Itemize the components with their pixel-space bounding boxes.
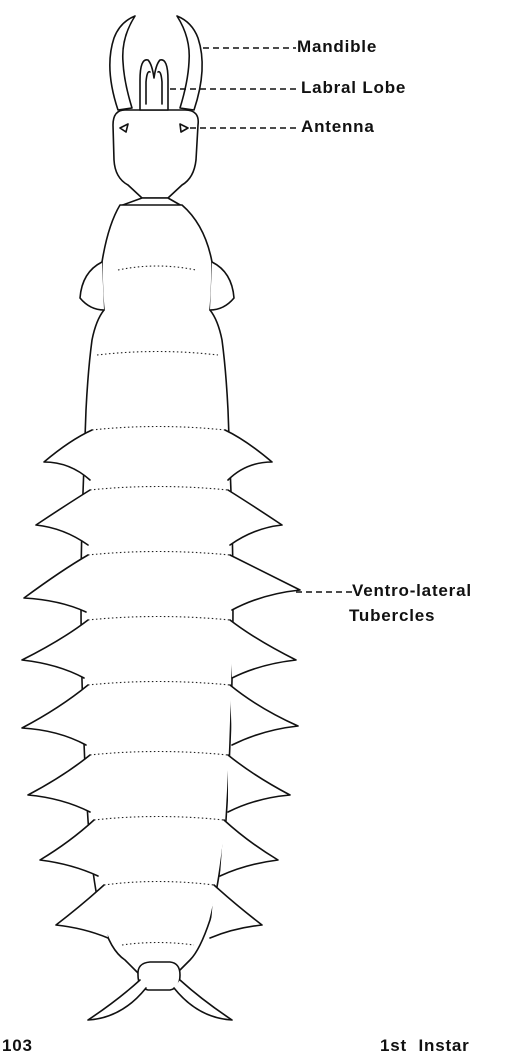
figure-number: 103 [2, 1036, 33, 1056]
thorax-lobe-right [210, 262, 234, 310]
label-mandible: Mandible [297, 37, 377, 57]
mandible-left [110, 16, 135, 110]
labral-lobe [140, 60, 168, 110]
label-ventro-lateral: Ventro-lateral [352, 581, 472, 601]
label-labral-lobe: Labral Lobe [301, 78, 406, 98]
mandible-right [177, 16, 202, 110]
label-tubercles: Tubercles [349, 606, 435, 626]
figure-caption: 1st Instar [380, 1036, 470, 1056]
larva-body [81, 205, 233, 980]
label-antenna: Antenna [301, 117, 375, 137]
head-capsule [113, 110, 198, 198]
thorax-lobe-left [80, 262, 104, 310]
